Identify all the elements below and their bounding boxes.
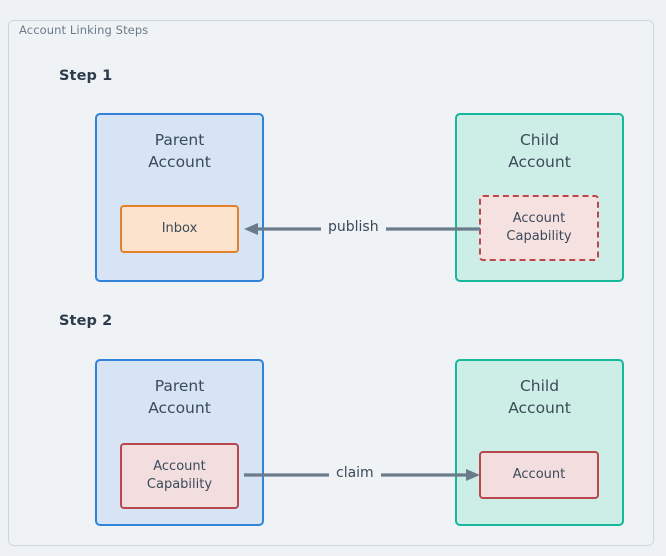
step-2-child-title-line2: Account	[508, 399, 571, 417]
publish-arrow-label: publish	[321, 219, 386, 235]
claim-arrow-label: claim	[329, 465, 381, 481]
step-1-label: Step 1	[59, 68, 113, 84]
frame-title: Account Linking Steps	[19, 23, 149, 37]
publish-arrow-head	[244, 223, 258, 235]
step-1-parent-account-box: Parent Account	[95, 113, 264, 282]
step-2-capability-line2: Capability	[146, 477, 213, 492]
step-1-account-capability-box: Account Capability	[479, 195, 599, 261]
step-1-capability-line1: Account	[512, 210, 566, 226]
account-linking-frame: Account Linking Steps Step 1 Parent Acco…	[8, 20, 654, 546]
step-2-label: Step 2	[59, 313, 113, 329]
step-2-parent-account-title: Parent Account	[97, 375, 262, 419]
claim-arrow-head	[466, 469, 480, 481]
step-2-parent-title-line2: Account	[148, 399, 211, 417]
step-1-child-account-title: Child Account	[457, 129, 622, 173]
step-1-child-title-line1: Child	[519, 131, 560, 149]
step-2-child-account-title: Child Account	[457, 375, 622, 419]
step-2-capability-line1: Account	[153, 458, 206, 474]
step-2-child-title-line1: Child	[519, 377, 560, 395]
step-2-account-label: Account	[512, 466, 566, 482]
step-1-parent-account-title: Parent Account	[97, 129, 262, 173]
step-1-inbox-label: Inbox	[161, 220, 198, 236]
step-2-account-capability-box: Account Capability	[120, 443, 239, 509]
step-1-inbox-box: Inbox	[120, 205, 239, 253]
step-2-child-account-box: Child Account	[455, 359, 624, 526]
step-2-account-capability-label: Account Capability	[147, 458, 212, 494]
step-1-parent-title-line2: Account	[148, 153, 211, 171]
step-1-child-title-line2: Account	[508, 153, 571, 171]
step-1-account-capability-label: Account Capability	[506, 210, 571, 246]
step-1-capability-line2: Capability	[506, 229, 572, 244]
step-2-account-box: Account	[479, 451, 599, 499]
step-1-parent-title-line1: Parent	[154, 131, 205, 149]
step-2-parent-title-line1: Parent	[154, 377, 205, 395]
